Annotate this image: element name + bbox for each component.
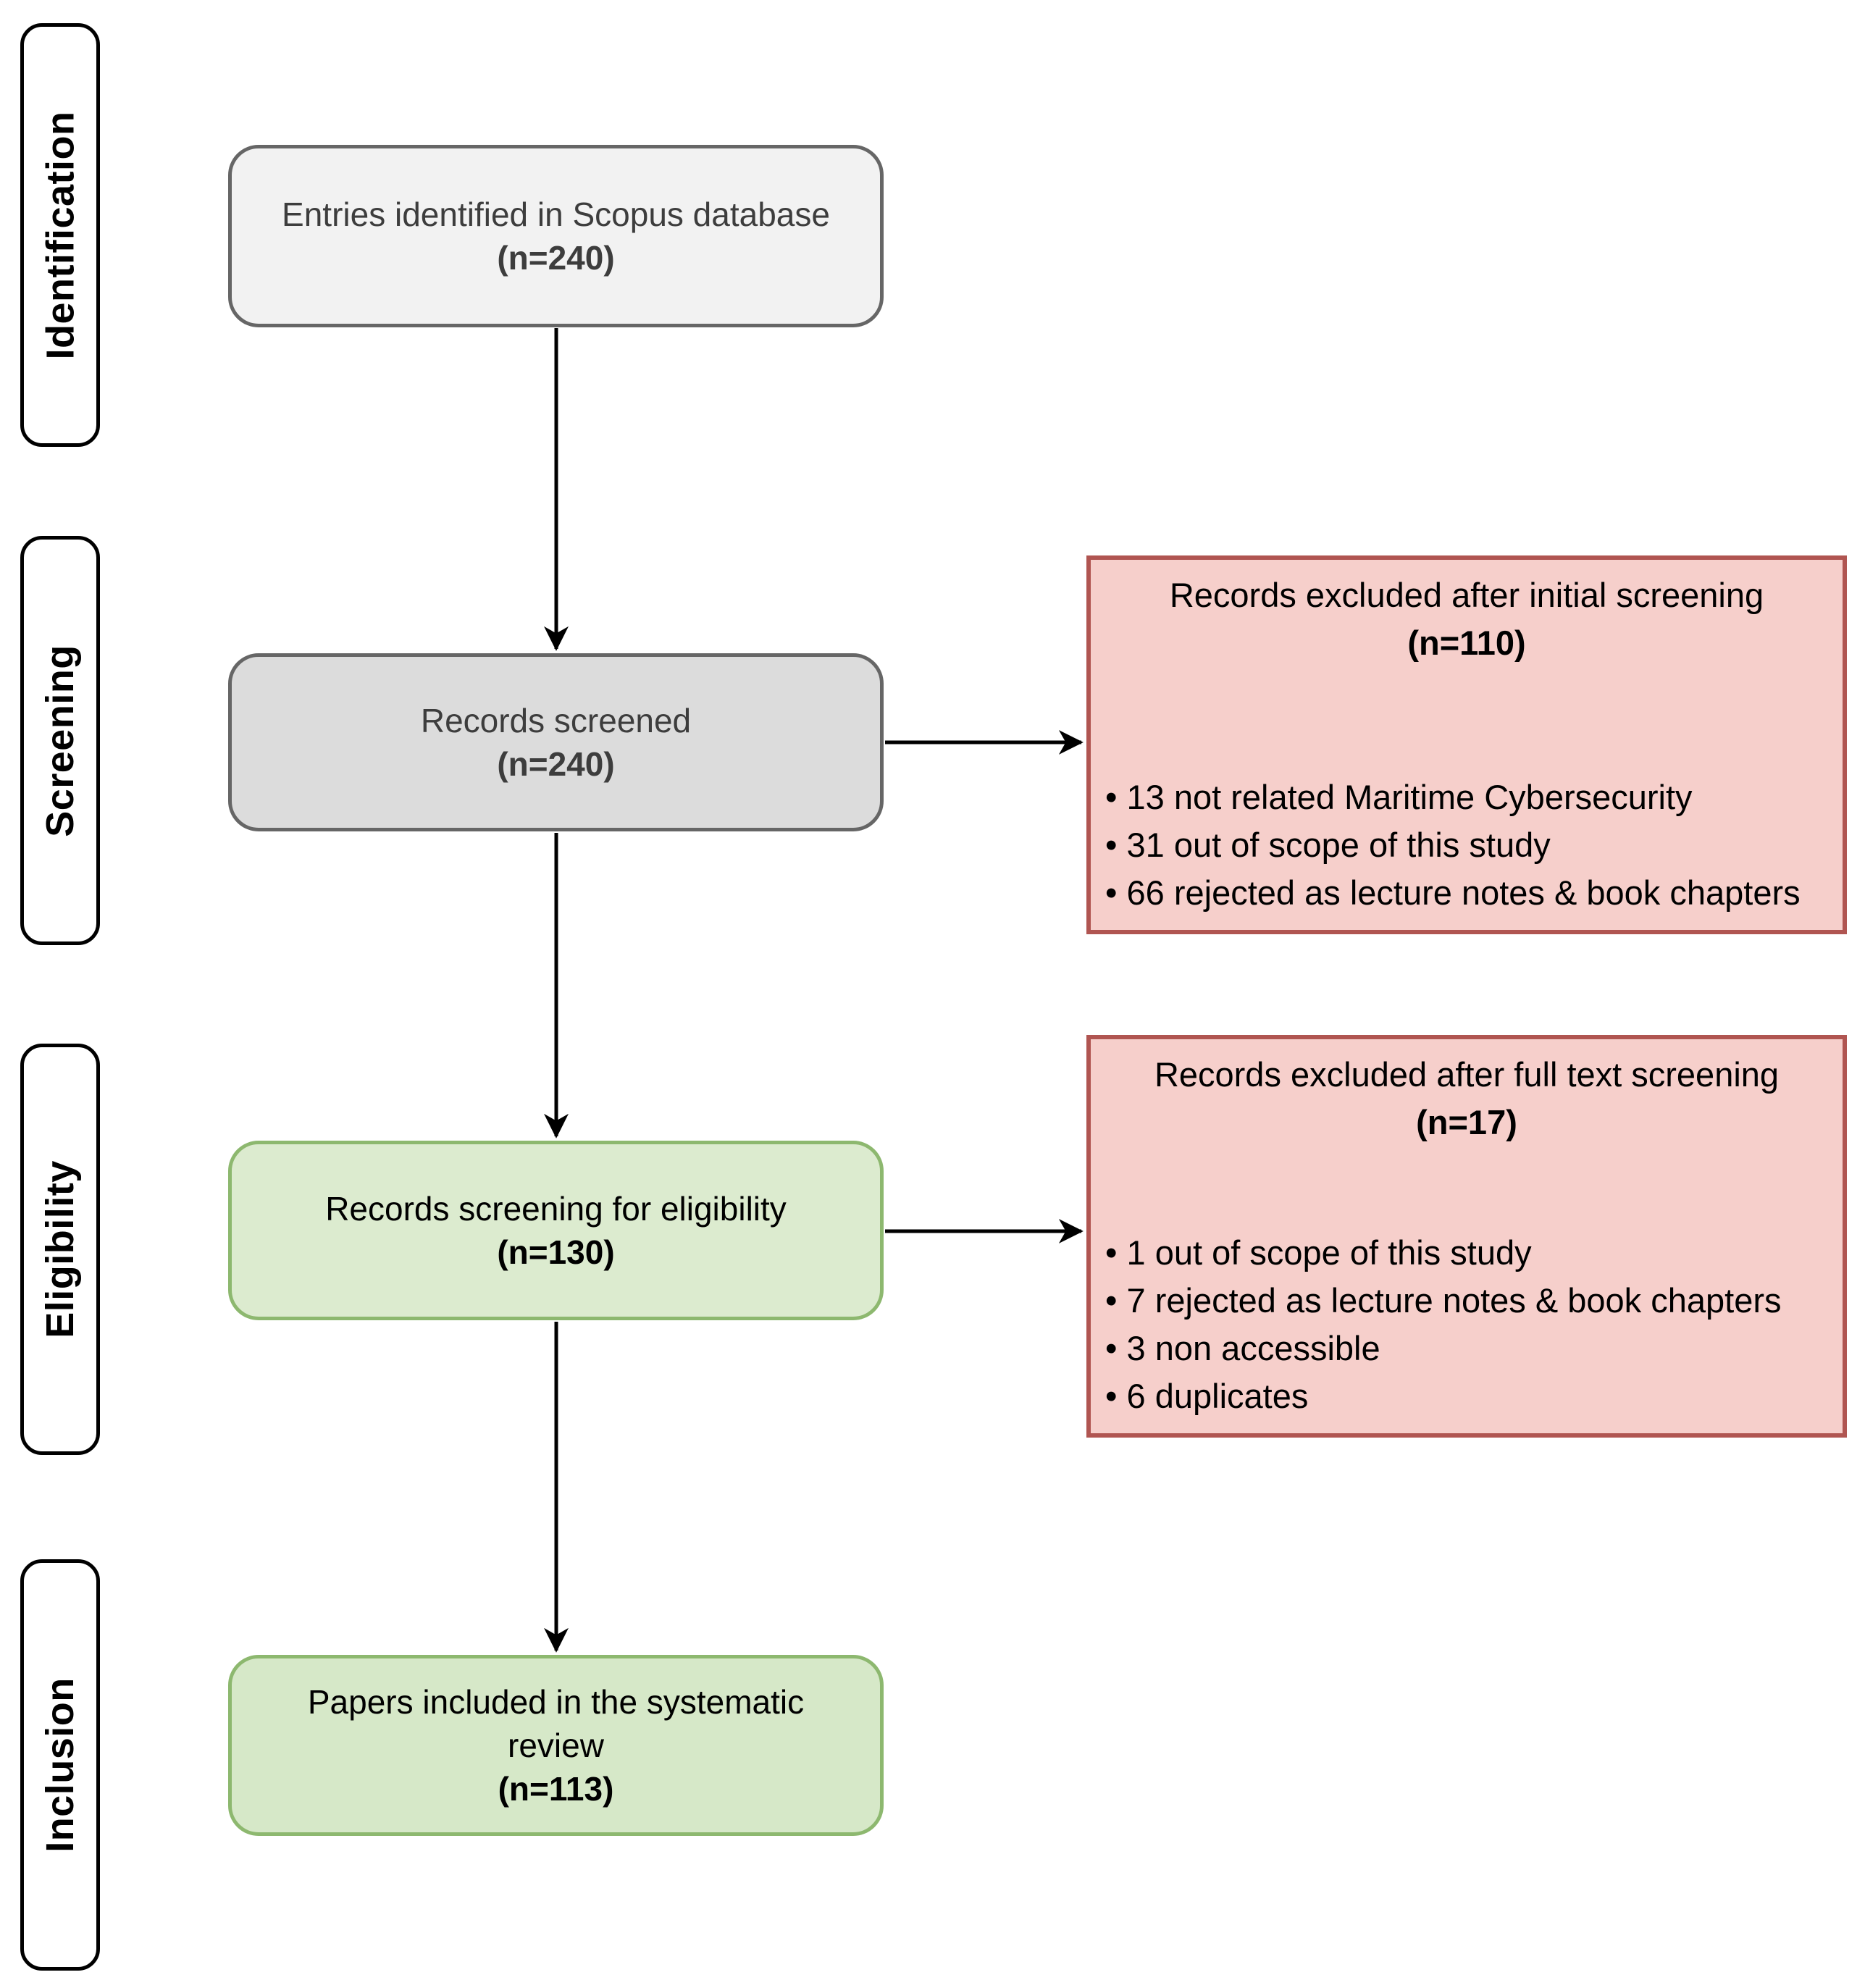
exclusion-header: Records excluded after full text screeni… (1105, 1051, 1828, 1146)
stage-label-text: Eligibility (38, 1160, 82, 1338)
exclusion-box-initial-screening: Records excluded after initial screening… (1086, 555, 1847, 934)
stage-label-eligibility: Eligibility (20, 1044, 100, 1455)
stage-label-text: Screening (38, 644, 82, 837)
exclusion-header: Records excluded after initial screening… (1105, 571, 1828, 667)
exclusion-count: (n=110) (1407, 624, 1526, 662)
flow-box-papers-included: Papers included in the systematic review… (228, 1655, 884, 1836)
stage-label-screening: Screening (20, 536, 100, 945)
flow-box-text: Records screening for eligibility (325, 1190, 787, 1228)
exclusion-bullet: • 6 duplicates (1105, 1377, 1309, 1415)
flow-box-text: Records screened (420, 702, 692, 739)
stage-label-identification: Identification (20, 23, 100, 447)
flow-box-text: Entries identified in Scopus database (282, 196, 830, 233)
exclusion-bullet-list: • 1 out of scope of this study • 7 rejec… (1105, 1229, 1828, 1420)
exclusion-count: (n=17) (1416, 1103, 1517, 1141)
exclusion-bullet: • 13 not related Maritime Cybersecurity (1105, 778, 1693, 816)
exclusion-title: Records excluded after full text screeni… (1154, 1055, 1780, 1094)
exclusion-bullet-list: • 13 not related Maritime Cybersecurity … (1105, 773, 1828, 917)
exclusion-bullet: • 31 out of scope of this study (1105, 826, 1551, 864)
flow-box-records-screened: Records screened (n=240) (228, 653, 884, 831)
flow-box-entries-identified: Entries identified in Scopus database (n… (228, 145, 884, 327)
exclusion-box-fulltext-screening: Records excluded after full text screeni… (1086, 1035, 1847, 1438)
flow-box-count: (n=113) (498, 1770, 614, 1808)
flow-box-count: (n=240) (497, 745, 615, 783)
flow-box-count: (n=240) (497, 239, 615, 277)
exclusion-bullet: • 3 non accessible (1105, 1329, 1380, 1367)
flow-box-text: Papers included in the systematic review (307, 1683, 805, 1764)
stage-label-text: Identification (38, 111, 82, 359)
stage-label-inclusion: Inclusion (20, 1559, 100, 1971)
exclusion-bullet: • 7 rejected as lecture notes & book cha… (1105, 1281, 1782, 1320)
exclusion-bullet: • 66 rejected as lecture notes & book ch… (1105, 873, 1801, 912)
stage-label-text: Inclusion (38, 1677, 83, 1853)
exclusion-bullet: • 1 out of scope of this study (1105, 1233, 1532, 1272)
exclusion-title: Records excluded after initial screening (1169, 576, 1764, 614)
flow-box-records-eligibility: Records screening for eligibility (n=130… (228, 1141, 884, 1320)
flow-box-count: (n=130) (497, 1233, 615, 1271)
